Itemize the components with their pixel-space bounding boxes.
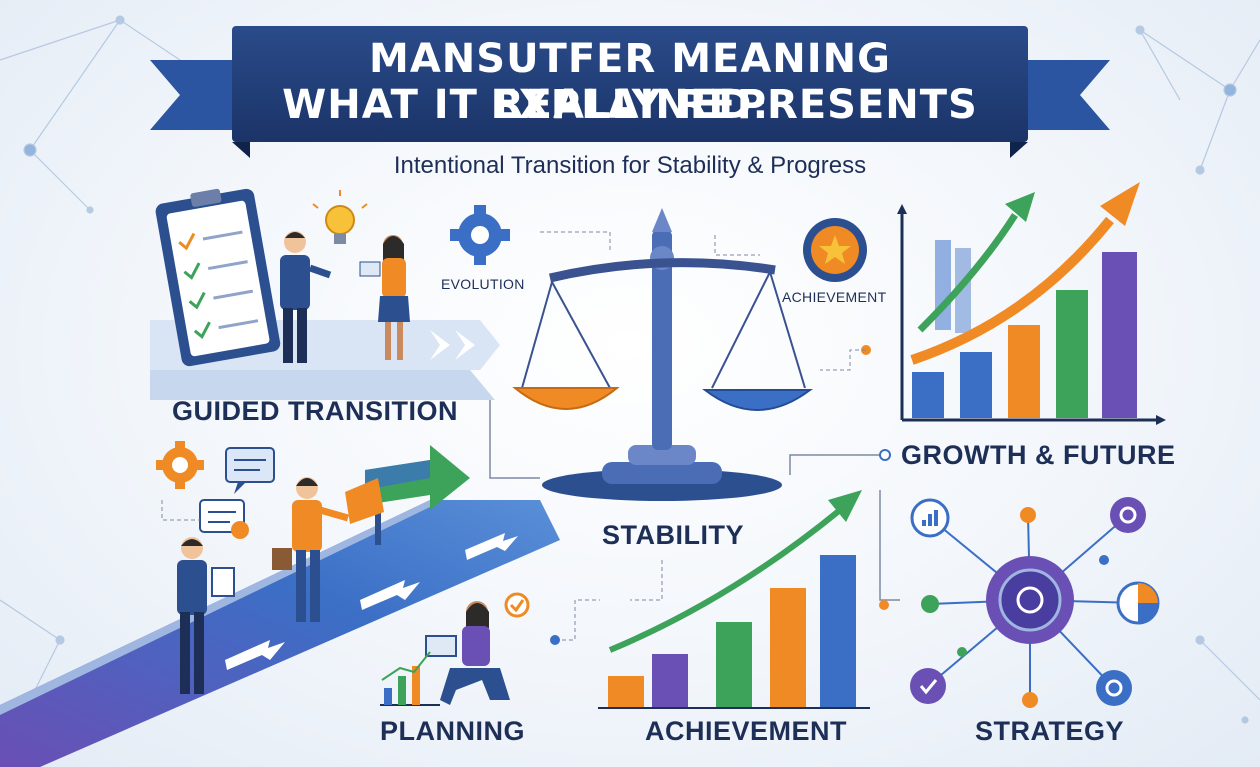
strategy-network-icon [910,497,1160,708]
growth-bar-chart-icon [820,182,1166,425]
background-network [0,15,1260,724]
check-icon [509,599,525,613]
path-road-icon [0,320,560,767]
balance-scale-icon [512,208,813,501]
label-strategy: STRATEGY [975,716,1125,746]
people-on-path [177,477,349,694]
label-growth-future: GROWTH & FUTURE [901,440,1176,470]
label-guided-transition: GUIDED TRANSITION [172,396,459,426]
checklist-clipboard-icon [155,188,281,367]
title-line-1: MANSUTFER MEANING EXPLAINED: [369,36,891,128]
title-line-2: WHAT IT REALLY REPRESENTS [282,82,978,128]
connector-lines [489,400,900,601]
subtitle: Intentional Transition for Stability & P… [393,152,867,179]
chat-bubble-icon [156,441,275,539]
gear-icon [450,205,611,265]
people-discussion [280,231,410,363]
label-achievement: ACHIEVEMENT [645,716,848,746]
title-banner [150,26,1110,158]
direction-arrow-sign-icon [345,445,470,545]
label-evolution: EVOLUTION [441,276,525,292]
planning-illustration [380,592,600,706]
label-achievement-small: ACHIEVEMENT [782,289,887,305]
label-stability: STABILITY [602,520,744,550]
lightbulb-icon [312,190,368,244]
label-planning: PLANNING [380,716,525,746]
achievement-medal-icon [714,218,867,282]
bar-chart-icon [598,490,870,709]
